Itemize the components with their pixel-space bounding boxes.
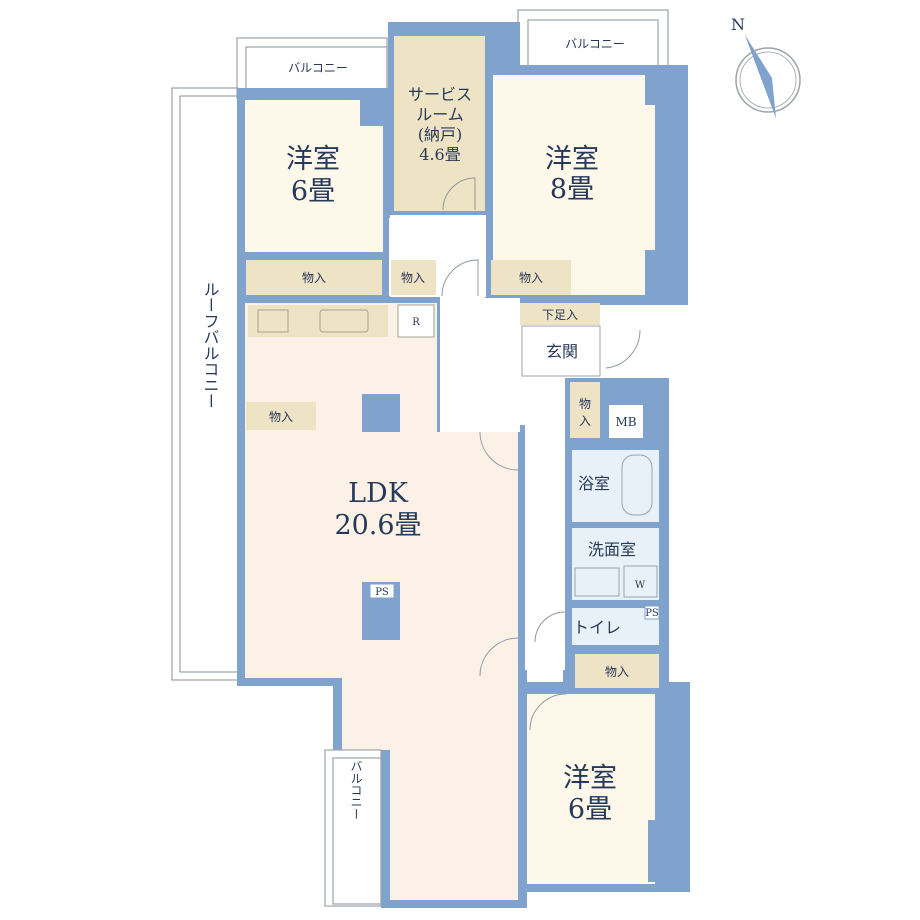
room-label: 洋室 bbox=[286, 144, 340, 175]
room-label: LDK bbox=[348, 478, 409, 509]
balcony-top-right-label: バルコニー bbox=[565, 37, 625, 51]
door-icon bbox=[479, 431, 519, 471]
balcony-top-right: バルコニー bbox=[517, 9, 669, 69]
storage-closet bbox=[575, 654, 659, 688]
roof-balcony-label: ルーフバルコニー bbox=[201, 281, 220, 409]
ps-box bbox=[369, 583, 395, 599]
room-size: 6畳 bbox=[568, 794, 612, 825]
room-size: 4.6畳 bbox=[419, 145, 460, 164]
storage-label: 物入 bbox=[605, 665, 629, 679]
room-washroom bbox=[572, 528, 659, 600]
room-label: トイレ bbox=[573, 618, 621, 637]
room-size: 20.6畳 bbox=[334, 510, 421, 541]
storage-closet bbox=[491, 260, 571, 295]
front-door-icon[interactable] bbox=[605, 329, 641, 369]
mb-label: MB bbox=[615, 415, 636, 429]
balcony-bottom-label: バルコニー bbox=[349, 760, 363, 820]
ps-box bbox=[644, 605, 660, 620]
room-size: 6畳 bbox=[291, 176, 335, 207]
washer-label: W bbox=[635, 580, 646, 591]
storage-label: 物入 bbox=[519, 271, 543, 285]
corridor bbox=[440, 298, 520, 432]
balcony-bottom: バルコニー bbox=[324, 749, 382, 908]
room-size: 8畳 bbox=[550, 174, 594, 205]
room-label: サービス bbox=[408, 85, 472, 104]
room-service bbox=[394, 36, 485, 211]
room-western-6-bottom bbox=[527, 694, 655, 884]
north-arrow-icon: N bbox=[731, 15, 801, 118]
door-icon bbox=[442, 177, 476, 211]
room-label: 洗面室 bbox=[588, 540, 636, 559]
room-label: (納戸) bbox=[418, 125, 463, 144]
north-label: N bbox=[731, 15, 745, 34]
storage-label: 物入 bbox=[302, 271, 326, 285]
ps-label: PS bbox=[645, 608, 659, 619]
room-label: ルーム bbox=[416, 105, 464, 124]
roof-balcony: ルーフバルコニー bbox=[171, 87, 239, 681]
sink-icon bbox=[319, 309, 369, 333]
vanity-icon bbox=[574, 567, 620, 597]
door-icon bbox=[479, 637, 519, 677]
storage-closet bbox=[391, 260, 436, 295]
door-icon bbox=[534, 611, 566, 643]
entrance-label: 玄関 bbox=[546, 342, 578, 361]
balcony-top-left-label: バルコニー bbox=[288, 61, 348, 75]
storage-closet bbox=[246, 402, 316, 430]
entrance bbox=[521, 325, 601, 377]
shoe-storage bbox=[520, 303, 600, 325]
room-ldk bbox=[245, 303, 518, 900]
bathtub-icon bbox=[621, 454, 653, 516]
room-label: 洋室 bbox=[545, 144, 599, 175]
room-bath bbox=[572, 450, 659, 522]
room-label: 洋室 bbox=[563, 763, 617, 794]
fridge-space bbox=[397, 304, 435, 338]
washer-space bbox=[623, 565, 658, 598]
storage-label: 物入 bbox=[269, 410, 293, 424]
storage-label: 物 bbox=[579, 397, 591, 411]
storage-label: 物入 bbox=[401, 271, 425, 285]
storage-label: 入 bbox=[579, 414, 591, 428]
storage-closet bbox=[246, 260, 382, 295]
stove-icon bbox=[257, 309, 289, 333]
ps-label: PS bbox=[375, 587, 389, 598]
room-western-8 bbox=[493, 75, 655, 295]
room-label: 浴室 bbox=[578, 474, 610, 493]
door-icon bbox=[529, 693, 567, 731]
mb-box bbox=[609, 405, 643, 438]
storage-closet bbox=[570, 382, 600, 438]
fridge-label: R bbox=[412, 317, 420, 328]
shoe-storage-label: 下足入 bbox=[542, 308, 578, 322]
